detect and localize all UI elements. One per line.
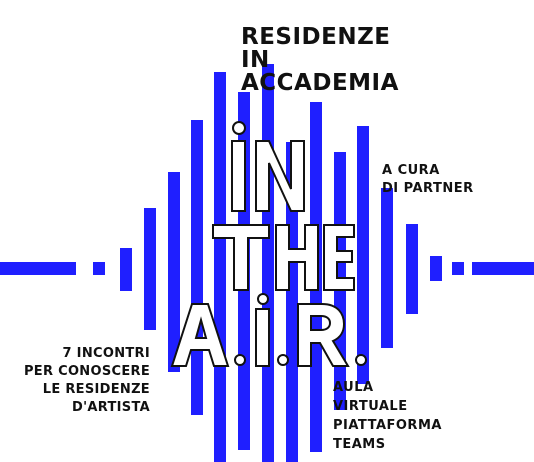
curator-line: A CURA: [382, 163, 440, 178]
soundwave-bar: [144, 208, 156, 330]
venue-info: AULA VIRTUALE PIATTAFORMA TEAMS: [333, 378, 442, 454]
description-line: 7 INCONTRI: [62, 346, 150, 361]
soundwave-bar: [381, 188, 393, 348]
meetings-description: 7 INCONTRI PER CONOSCERE LE RESIDENZE D'…: [24, 345, 150, 417]
venue-line: PIATTAFORMA: [333, 418, 442, 433]
word-the: [212, 224, 355, 291]
word-air: [170, 293, 367, 367]
soundwave-bar: [120, 248, 132, 291]
curator-credit: A CURA DI PARTNER: [382, 162, 474, 198]
title-line: ACCADEMIA: [241, 70, 399, 96]
soundwave-bar: [357, 126, 369, 384]
description-line: LE RESIDENZE: [42, 382, 150, 397]
venue-line: AULA: [333, 380, 374, 395]
title-line: RESIDENZE: [241, 24, 391, 50]
soundwave-bar: [286, 142, 298, 462]
description-line: D'ARTISTA: [72, 400, 150, 415]
curator-line: DI PARTNER: [382, 181, 474, 196]
soundwave-bar: [0, 262, 76, 275]
soundwave-bar: [452, 262, 464, 275]
venue-line: VIRTUALE: [333, 399, 408, 414]
soundwave-bar: [430, 256, 442, 281]
soundwave-bar: [472, 262, 534, 275]
soundwave-bar: [93, 262, 105, 275]
event-title: RESIDENZE IN ACCADEMIA: [241, 26, 399, 95]
venue-line: TEAMS: [333, 437, 386, 452]
description-line: PER CONOSCERE: [23, 364, 150, 379]
title-line: IN: [241, 47, 270, 73]
soundwave-bar: [406, 224, 418, 314]
soundwave-bar: [168, 172, 180, 372]
word-in: [231, 121, 305, 212]
